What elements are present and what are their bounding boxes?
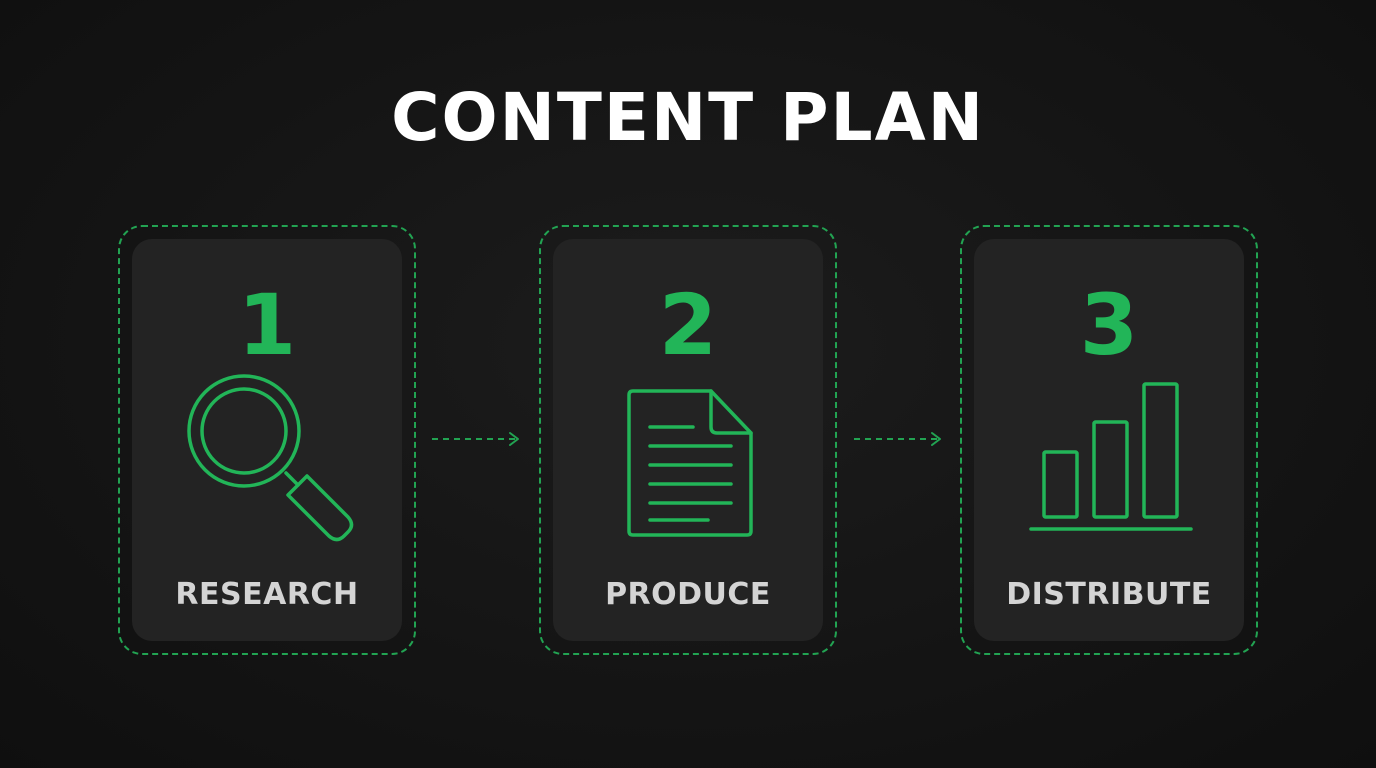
step-card-research: 1 RESEARCH — [118, 225, 416, 655]
step-number: 2 — [658, 276, 718, 374]
step-label: DISTRIBUTE — [1006, 577, 1212, 612]
step-label: RESEARCH — [175, 577, 359, 612]
step-card-produce: 2 PRODUCE — [539, 225, 837, 655]
arrow-right-icon — [432, 432, 519, 446]
step-card-distribute: 3 DISTRIBUTE — [960, 225, 1258, 655]
step-label: PRODUCE — [605, 577, 771, 612]
page-title: CONTENT PLAN — [391, 79, 985, 156]
bar-chart-icon — [1029, 382, 1193, 531]
arrow-right-icon — [854, 432, 941, 446]
step-card-body: 3 DISTRIBUTE — [974, 239, 1244, 641]
magnifying-glass-icon — [187, 374, 354, 542]
document-icon — [627, 389, 753, 537]
step-number: 3 — [1079, 276, 1139, 374]
step-card-body: 2 PRODUCE — [553, 239, 823, 641]
step-number: 1 — [237, 276, 297, 374]
step-card-body: 1 RESEARCH — [132, 239, 402, 641]
